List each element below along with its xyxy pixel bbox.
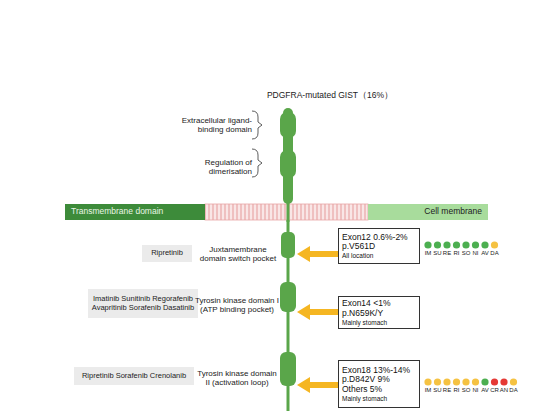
drug-abbreviation: RI — [451, 250, 463, 256]
sensitivity-dot — [500, 378, 507, 385]
domain-label: Tyrosin kinase domain I (ATP binding poc… — [194, 296, 280, 314]
sensitivity-dot — [491, 378, 498, 385]
mutation-arrow — [297, 304, 338, 320]
drug-abbreviation: RI — [451, 387, 463, 393]
sensitivity-dot — [462, 241, 469, 248]
drug-abbreviation: SU — [432, 387, 444, 393]
node-text: Ripretinib — [151, 249, 183, 258]
node-text: Mainly stomach — [342, 395, 387, 402]
node-text: Imatinib Sunitinib Regorafenib Avapritin… — [90, 295, 196, 312]
drug-abbreviation: SU — [432, 250, 444, 256]
node-text: Cell membrane — [424, 207, 482, 217]
node-text: Exon18 13%-14% — [342, 366, 410, 376]
mutation-box: Exon18 13%-14%p.D842V 9%Others 5%Mainly … — [338, 360, 420, 408]
drug-abbreviation: AN — [498, 387, 510, 393]
figure-title: PDGFRA-mutated GIST（16%） — [230, 91, 430, 101]
sensitivity-dot — [481, 241, 488, 248]
membrane-band: Transmembrane domain — [65, 204, 205, 220]
drug-abbreviation: CR — [489, 387, 501, 393]
sensitivity-dot — [434, 241, 441, 248]
drug-abbreviation: RE — [441, 250, 453, 256]
node-text: p.D842V 9% — [342, 375, 390, 385]
dimerisation-lobe — [280, 150, 296, 178]
mutation-box: Exon14 <1%p.N659K/YMainly stomach — [338, 296, 420, 329]
sensitivity-dot — [453, 241, 460, 248]
drug-abbreviation: RE — [441, 387, 453, 393]
juxtamembrane-domain — [281, 232, 295, 258]
sensitivity-dot — [472, 378, 479, 385]
sensitivity-dot — [434, 378, 441, 385]
node-text: Mainly stomach — [342, 319, 387, 326]
drug-abbreviation: AV — [479, 250, 491, 256]
sensitivity-dot — [491, 241, 498, 248]
domain-label: Juxtamembrane domain switch pocket — [198, 245, 278, 263]
drug-abbreviation: DA — [489, 250, 501, 256]
drug-abbreviation: DA — [508, 387, 520, 393]
drug-box: Imatinib Sunitinib Regorafenib Avapritin… — [88, 289, 198, 318]
node-text: Ripretinib Sorafenib Crenolanib — [82, 372, 186, 381]
node-text: Exon12 0.6%-2% — [342, 233, 408, 243]
drug-box: Ripretinib — [142, 245, 192, 262]
drug-abbreviation: SO — [460, 387, 472, 393]
mutation-arrow — [297, 377, 338, 393]
sensitivity-dot — [424, 241, 431, 248]
sensitivity-dot — [481, 378, 488, 385]
sensitivity-dot — [424, 378, 431, 385]
domain-label: Regulation of dimerisation — [162, 158, 252, 176]
sensitivity-dot — [510, 378, 517, 385]
membrane-band: Cell membrane — [368, 204, 488, 220]
sensitivity-dot — [462, 378, 469, 385]
receptor-transmembrane — [287, 200, 290, 222]
node-text: p.N659K/Y — [342, 309, 383, 319]
mutation-box: Exon12 0.6%-2%p.V561DAll location — [338, 228, 420, 264]
node-text: Others 5% — [342, 385, 382, 395]
bracket — [252, 111, 262, 139]
drug-abbreviation: NI — [470, 387, 482, 393]
drug-abbreviation: AV — [479, 387, 491, 393]
node-text: Transmembrane domain — [71, 207, 163, 217]
drug-abbreviation: IM — [422, 387, 434, 393]
ligand-binding-lobe — [280, 112, 296, 138]
node-text: Exon14 <1% — [342, 299, 390, 309]
drug-abbreviation: IM — [422, 250, 434, 256]
sensitivity-dot — [443, 378, 450, 385]
sensitivity-dot — [443, 241, 450, 248]
domain-label: Tyrosin kinase domain II (activation loo… — [194, 369, 280, 387]
drug-box: Ripretinib Sorafenib Crenolanib — [74, 367, 194, 385]
kinase-domain-2 — [280, 352, 296, 386]
drug-abbreviation: NI — [470, 250, 482, 256]
mutation-arrow — [297, 246, 338, 262]
kinase-domain-1 — [280, 282, 296, 312]
drug-abbreviation: SO — [460, 250, 472, 256]
bracket — [252, 149, 262, 177]
sensitivity-dot — [472, 241, 479, 248]
node-text: All location — [342, 252, 373, 259]
sensitivity-dot — [453, 378, 460, 385]
node-text: p.V561D — [342, 242, 375, 252]
domain-label: Extracellular ligand-binding domain — [172, 116, 252, 134]
